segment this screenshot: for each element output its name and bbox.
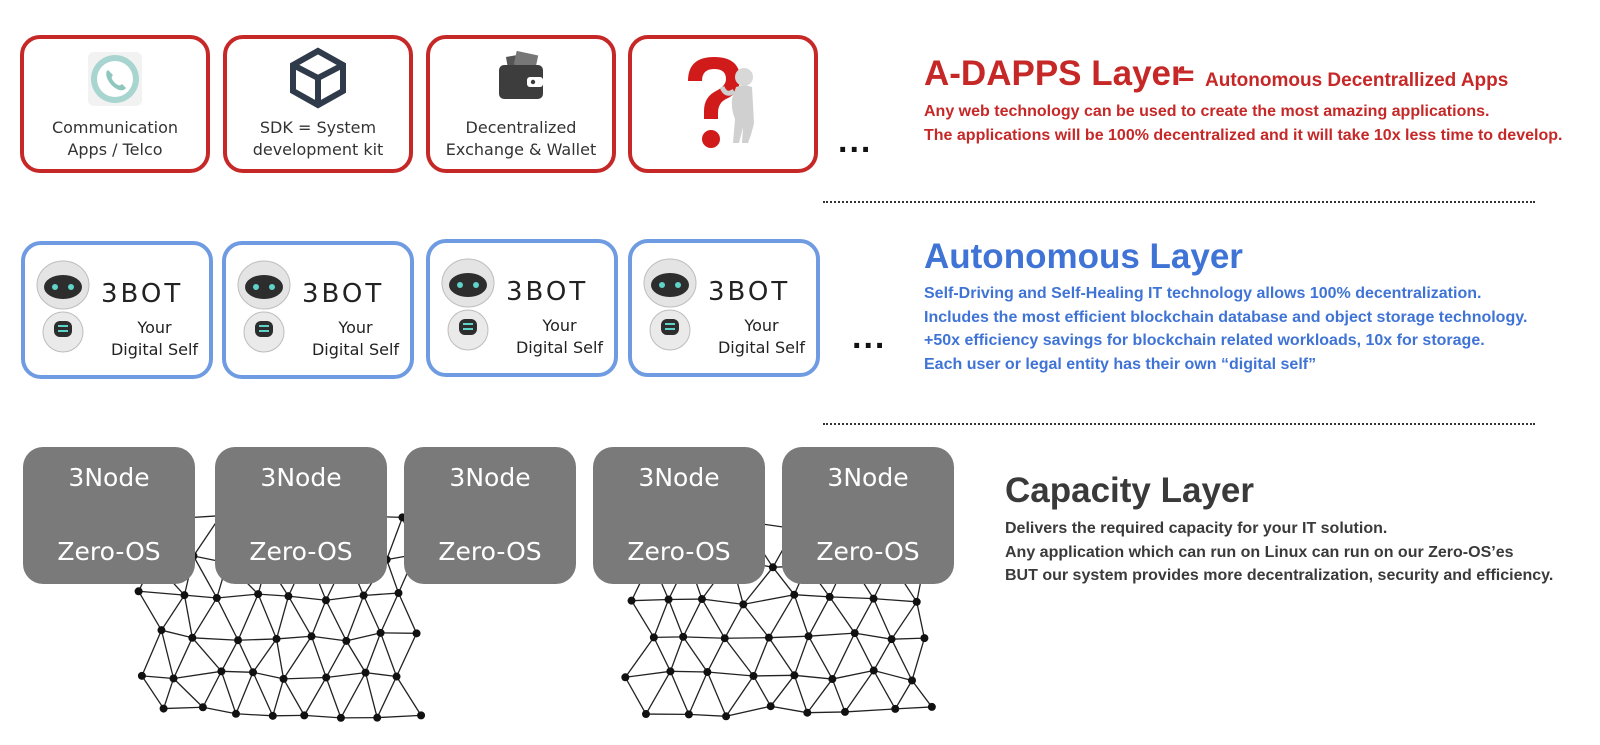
app-card-unknown[interactable] <box>628 35 818 173</box>
robot-icon <box>36 260 90 353</box>
node-card[interactable]: 3Node Zero-OS <box>215 447 387 584</box>
bot-card[interactable]: 3BOT Your Digital Self <box>21 241 213 379</box>
autonomous-description: Self-Driving and Self-Healing IT technol… <box>924 282 1527 376</box>
layer-divider <box>823 423 1535 425</box>
autonomous-line: Each user or legal entity has their own … <box>924 355 1317 373</box>
autonomous-line: Includes the most efficient blockchain d… <box>924 308 1528 326</box>
adapps-description: Any web technology can be used to create… <box>924 100 1562 147</box>
capacity-line: Delivers the required capacity for your … <box>1005 520 1388 537</box>
layer-divider <box>823 201 1535 203</box>
node-os: Zero-OS <box>438 537 542 566</box>
wallet-icon <box>499 51 543 99</box>
question-figure-icon <box>688 57 754 148</box>
capacity-line: BUT our system provides more decentraliz… <box>1005 567 1554 584</box>
robot-icon <box>441 258 495 351</box>
capacity-line: Any application which can run on Linux c… <box>1005 543 1514 561</box>
phone-icon <box>88 52 142 106</box>
node-os: Zero-OS <box>57 537 161 566</box>
bot-card[interactable]: 3BOT Your Digital Self <box>426 239 618 377</box>
bot-label: Your Digital Self <box>717 316 806 357</box>
bot-logo: 3BOT <box>506 277 589 307</box>
robot-icon <box>643 258 697 351</box>
bot-logo: 3BOT <box>708 277 791 307</box>
capacity-description: Delivers the required capacity for your … <box>1005 517 1553 588</box>
app-card-exchange-wallet[interactable]: Decentralized Exchange & Wallet <box>426 35 616 173</box>
bot-label: Your Digital Self <box>311 318 400 359</box>
adapps-layer-title: A-DAPPS Layer <box>924 54 1185 93</box>
node-os: Zero-OS <box>627 537 731 566</box>
bot-logo: 3BOT <box>302 279 385 309</box>
autonomous-line: Self-Driving and Self-Healing IT technol… <box>924 285 1482 302</box>
adapps-equals: = <box>1178 60 1195 91</box>
app-label: SDK = System development kit <box>252 118 384 159</box>
bot-logo: 3BOT <box>101 279 184 309</box>
node-name: 3Node <box>68 463 150 492</box>
app-card-communication[interactable]: Communication Apps / Telco <box>20 35 210 173</box>
adapps-line: Any web technology can be used to create… <box>924 103 1490 120</box>
node-os: Zero-OS <box>249 537 353 566</box>
node-card[interactable]: 3Node Zero-OS <box>404 447 576 584</box>
adapps-subtitle: Autonomous Decentrallized Apps <box>1205 70 1509 91</box>
autonomous-layer-title: Autonomous Layer <box>924 237 1243 276</box>
more-bots-ellipsis: ... <box>852 318 887 356</box>
robot-icon <box>237 260 291 353</box>
more-apps-ellipsis: ... <box>838 122 873 160</box>
node-os: Zero-OS <box>816 537 920 566</box>
node-name: 3Node <box>260 463 342 492</box>
unity-icon <box>290 47 346 109</box>
adapps-line: The applications will be 100% decentrali… <box>924 126 1563 144</box>
app-card-sdk[interactable]: SDK = System development kit <box>223 35 413 173</box>
autonomous-line: +50x efficiency savings for blockchain r… <box>924 332 1485 349</box>
app-label: Communication Apps / Telco <box>51 118 179 159</box>
capacity-layer-title: Capacity Layer <box>1005 471 1255 510</box>
node-card[interactable]: 3Node Zero-OS <box>23 447 195 584</box>
bot-label: Your Digital Self <box>110 318 199 359</box>
bot-card[interactable]: 3BOT Your Digital Self <box>628 239 820 377</box>
node-name: 3Node <box>638 463 720 492</box>
app-label: Decentralized Exchange & Wallet <box>445 118 597 159</box>
node-card[interactable]: 3Node Zero-OS <box>782 447 954 584</box>
node-name: 3Node <box>827 463 909 492</box>
bot-card[interactable]: 3BOT Your Digital Self <box>222 241 414 379</box>
node-name: 3Node <box>449 463 531 492</box>
bot-label: Your Digital Self <box>515 316 604 357</box>
node-card[interactable]: 3Node Zero-OS <box>593 447 765 584</box>
